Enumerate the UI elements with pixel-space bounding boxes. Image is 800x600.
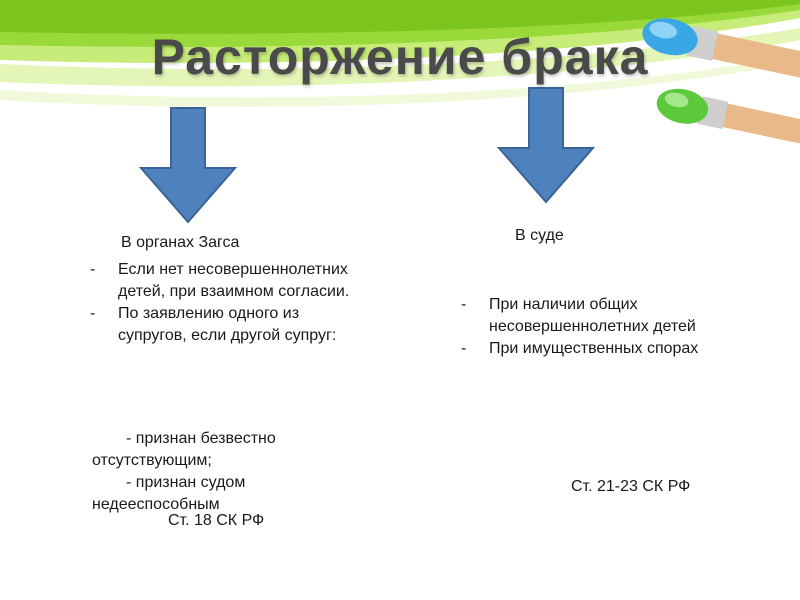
registry-office-list: Если нет несовершеннолетних детей, при в… <box>90 259 350 347</box>
registry-office-heading: В органах Загса <box>121 234 240 251</box>
court-heading: В суде <box>515 227 564 244</box>
court-list: При наличии общих несовершеннолетних дет… <box>461 294 771 360</box>
registry-office-subitems: - признан безвестно отсутствующим; - при… <box>92 428 352 516</box>
down-arrow-right <box>496 87 596 204</box>
green-swoosh-decoration <box>0 0 800 108</box>
sub-item: - признан безвестно отсутствующим; <box>92 430 276 469</box>
list-item: При имущественных спорах <box>461 338 771 360</box>
paint-brushes-image <box>642 18 800 145</box>
list-item: При наличии общих несовершеннолетних дет… <box>461 294 771 338</box>
article-reference-right: Ст. 21-23 СК РФ <box>571 478 691 495</box>
article-reference-left: Ст. 18 СК РФ <box>168 512 265 529</box>
list-item: Если нет несовершеннолетних детей, при в… <box>90 259 350 303</box>
list-item: По заявлению одного из супругов, если др… <box>90 303 350 347</box>
down-arrow-left <box>138 107 238 224</box>
slide-title: Расторжение брака <box>151 29 649 85</box>
sub-item: - признан судом недееспособным <box>92 474 246 513</box>
